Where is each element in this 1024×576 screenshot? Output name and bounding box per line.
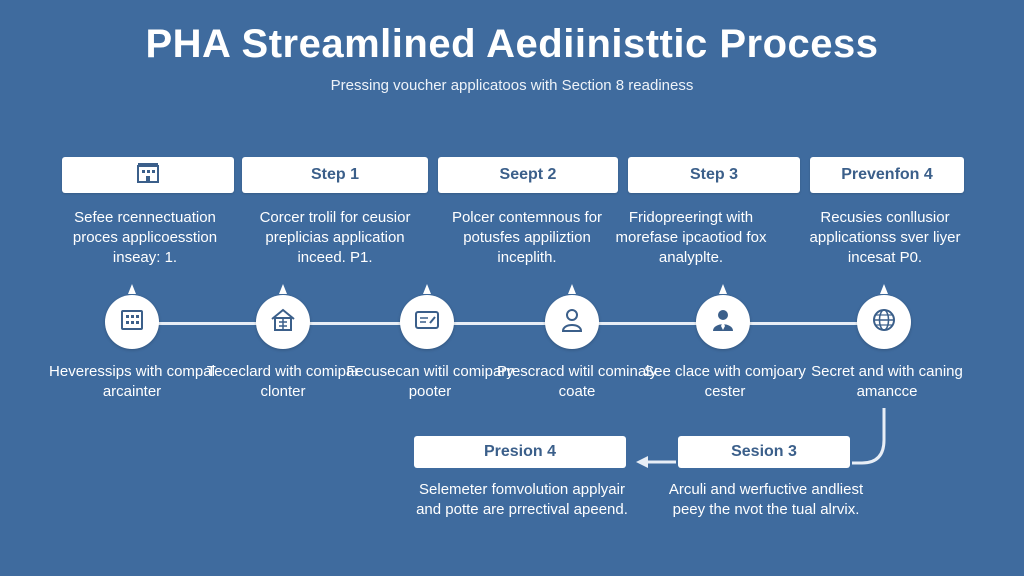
step-desc-2: Polcer contemnous for potusfes appilizti…: [451, 209, 603, 266]
step-box-3: Step 3: [628, 157, 800, 193]
step-box-2: Seept 2: [438, 157, 618, 193]
node-label-5: Secret and with caning amancce: [811, 363, 963, 400]
document-icon: [412, 305, 442, 340]
timeline-node-3: [545, 295, 599, 349]
timeline-node-4: [696, 295, 750, 349]
node-label-1: Tececlard with comipar clonter: [206, 363, 360, 400]
node-tick-3: [568, 284, 576, 294]
timeline-node-0: [105, 295, 159, 349]
node-tick-0: [128, 284, 136, 294]
step-box-1: Step 1: [242, 157, 428, 193]
timeline-node-1: [256, 295, 310, 349]
node-label-4: See clace with comjoary cester: [644, 363, 806, 400]
house-icon: [268, 305, 298, 340]
lower-desc-1: Arculi and werfuctive andliest peey the …: [668, 481, 864, 518]
step-box-4: Prevenfon 4: [810, 157, 964, 193]
step-desc-1: Corcer trolil for ceusior preplicias app…: [259, 209, 411, 266]
page-title: PHA Streamlined Aediinisttic Process: [145, 22, 879, 66]
lower-desc-0: Selemeter fomvolution applyair and potte…: [416, 481, 628, 518]
node-label-0: Heveressips with compal arcainter: [49, 363, 215, 400]
step-desc-3: Fridopreeringt with morefase ipcaotiod f…: [615, 209, 767, 266]
node-tick-2: [423, 284, 431, 294]
user-badge-icon: [708, 305, 738, 340]
building-icon: [133, 158, 163, 193]
lower-step-box-1: Sesion 3: [678, 436, 850, 468]
node-label-3: Prescracd witil cominaly coate: [496, 363, 658, 400]
timeline-node-5: [857, 295, 911, 349]
step-desc-0: Sefee rcennectuation proces applicoessti…: [72, 209, 218, 266]
building-icon: [117, 305, 147, 340]
step-desc-4: Recusies conllusior applicationss sver l…: [809, 209, 961, 266]
globe-icon: [869, 305, 899, 340]
timeline-line: [132, 322, 886, 325]
step-box-0: [62, 157, 234, 193]
node-label-2: Fecusecan witil comipary pooter: [346, 363, 514, 400]
lower-step-box-0: Presion 4: [414, 436, 626, 468]
node-tick-4: [719, 284, 727, 294]
node-tick-1: [279, 284, 287, 294]
node-tick-5: [880, 284, 888, 294]
person-icon: [557, 305, 587, 340]
timeline-node-2: [400, 295, 454, 349]
page-subtitle: Pressing voucher applicatoos with Sectio…: [330, 77, 694, 94]
